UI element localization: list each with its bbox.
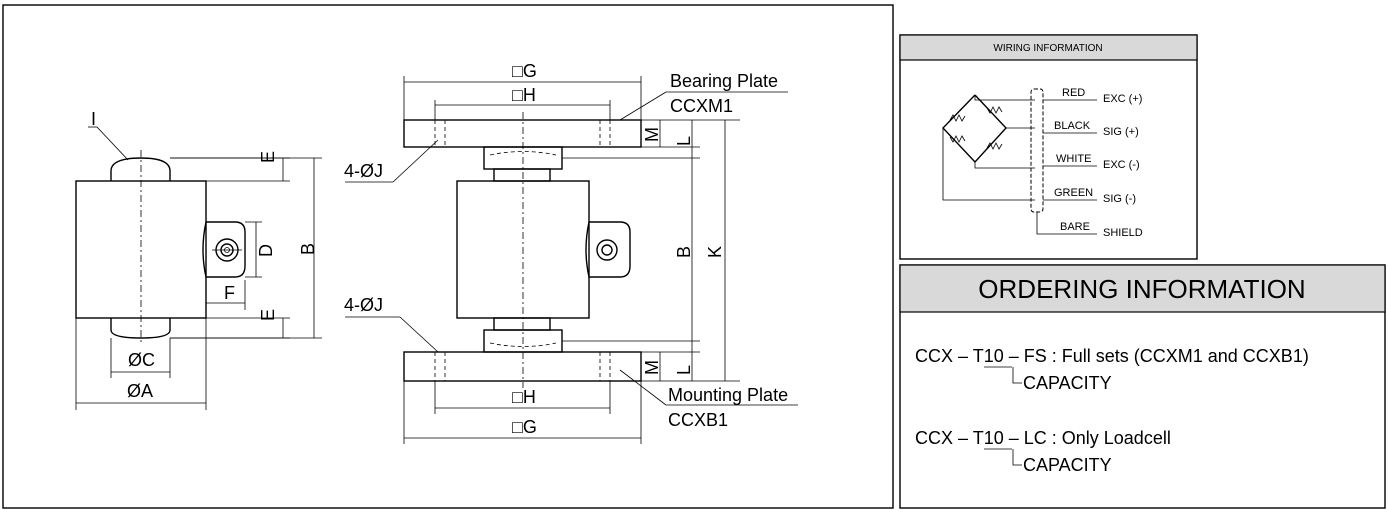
dim-B-side-label: B (298, 243, 318, 255)
dim-M-bottom-label: M (642, 360, 662, 375)
wiring-header (899, 34, 1198, 61)
wire-signal-bare: SHIELD (1103, 227, 1143, 239)
wire-color-white: WHITE (1056, 153, 1091, 165)
mounting-plate-code: CCXB1 (668, 410, 728, 430)
cable-connector (202, 221, 246, 278)
dim-G-top-label: □G (512, 61, 537, 81)
dim-B-front-label: B (674, 246, 694, 258)
wire-color-green: GREEN (1054, 187, 1093, 199)
wiring-title: WIRING INFORMATION (993, 43, 1102, 54)
dim-M-top-label: M (642, 127, 662, 142)
capacity-label-2: CAPACITY (1023, 455, 1112, 475)
dim-H-bottom-label: □H (512, 387, 536, 407)
drawing-frame (2, 4, 894, 509)
wire-signal-red: EXC (+) (1103, 93, 1142, 105)
bearing-plate-label: Bearing Plate (670, 71, 778, 91)
wheatstone-bridge (942, 94, 1035, 201)
wire-color-bare: BARE (1060, 221, 1090, 233)
wire-signal-black: SIG (+) (1103, 126, 1139, 138)
dim-D-label: D (256, 244, 276, 257)
mounting-plate-label: Mounting Plate (668, 385, 788, 405)
dim-E-top-label: E (258, 151, 278, 163)
dim-L-bottom-label: L (674, 365, 694, 375)
hole-label-bottom: 4-ØJ (344, 295, 383, 315)
cable-sheath (1030, 88, 1044, 213)
wire-signal-white: EXC (-) (1103, 159, 1140, 171)
top-button (110, 157, 171, 181)
ordering-title: ORDERING INFORMATION (978, 274, 1305, 304)
dim-H-top-label: □H (512, 85, 536, 105)
wiring-panel: WIRING INFORMATION RED EXC (+) BLACK SIG… (899, 34, 1198, 239)
ordering-header (899, 264, 1386, 313)
dim-I-label: I (91, 109, 96, 129)
mounting-plate (403, 351, 642, 382)
bottom-button (110, 318, 171, 339)
front-cable-connector (585, 221, 631, 278)
dim-C-label: ØC (128, 350, 155, 370)
dim-A-label: ØA (127, 381, 153, 401)
capacity-code-2: T10 (973, 428, 1004, 448)
dim-I-leader (96, 126, 129, 161)
ordering-line-1: CCX – T10 – FS : Full sets (CCXM1 and CC… (915, 346, 1309, 366)
wire-color-black: BLACK (1054, 120, 1091, 132)
dim-K-label: K (705, 246, 725, 258)
dim-L-top-label: L (674, 136, 694, 146)
bearing-plate-code: CCXM1 (670, 96, 733, 116)
side-view: I E E B D F ØC ØA (75, 109, 322, 410)
bearing-plate (403, 119, 642, 148)
ordering-panel: ORDERING INFORMATION CCX – T10 – FS : Fu… (899, 264, 1386, 475)
hole-label-top: 4-ØJ (344, 161, 383, 181)
front-view: □G □H Bearing Plate CCXM1 4-ØJ M L B K (344, 61, 798, 444)
dim-F-label: F (224, 283, 235, 303)
wire-color-red: RED (1062, 87, 1085, 99)
wire-signal-green: SIG (-) (1103, 193, 1136, 205)
wiring-frame (899, 34, 1198, 260)
ordering-line-2: CCX – T10 – LC : Only Loadcell (915, 428, 1171, 448)
capacity-label-1: CAPACITY (1023, 373, 1112, 393)
dim-G-bottom-label: □G (512, 417, 537, 437)
dim-E-bottom-label: E (258, 309, 278, 321)
capacity-code-1: T10 (973, 346, 1004, 366)
